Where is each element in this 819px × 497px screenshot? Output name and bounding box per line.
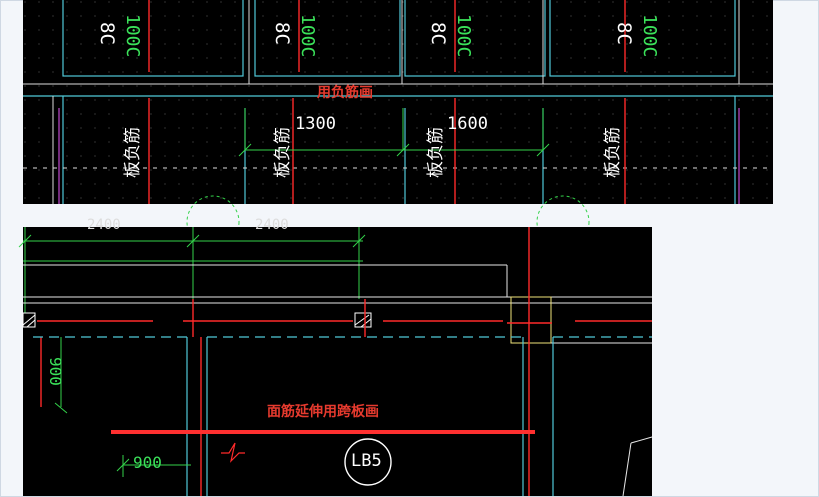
bottom-cad-screenshot: 2400 2400 900 900 面筋延伸用跨板画 LB5 [18,217,653,497]
rebar-label: 8C [96,22,118,45]
dimension-label: 2400 [255,217,289,233]
dimension-label: 2400 [87,217,121,233]
dimension-label: 1600 [447,114,488,134]
vertical-dimension-label: 900 [46,357,65,386]
support-label: 板负筋 [273,127,293,178]
support-label: 板负筋 [123,127,143,178]
rebar-label: 8C [427,22,449,45]
horizontal-dimension-label: 900 [133,453,162,472]
rebar-spacing-label: 100C [122,14,143,58]
bottom-caption: 面筋延伸用跨板画 [267,404,379,420]
dimension-label: 1300 [295,114,336,134]
rebar-spacing-label: 100C [639,14,660,58]
slab-tag: LB5 [351,451,382,471]
rebar-label: 8C [271,22,293,45]
top-cad-drawing [23,0,773,249]
top-cad-screenshot: 8C 100C 8C 100C 8C 100C 8C 100C 用负筋画 板负筋… [23,0,773,249]
top-caption: 用负筋画 [317,85,373,101]
bottom-cad-drawing [18,227,653,497]
support-label: 板负筋 [426,127,446,178]
support-label: 板负筋 [603,127,623,178]
rebar-spacing-label: 100C [297,14,318,58]
rebar-spacing-label: 100C [453,14,474,58]
rebar-label: 8C [613,22,635,45]
